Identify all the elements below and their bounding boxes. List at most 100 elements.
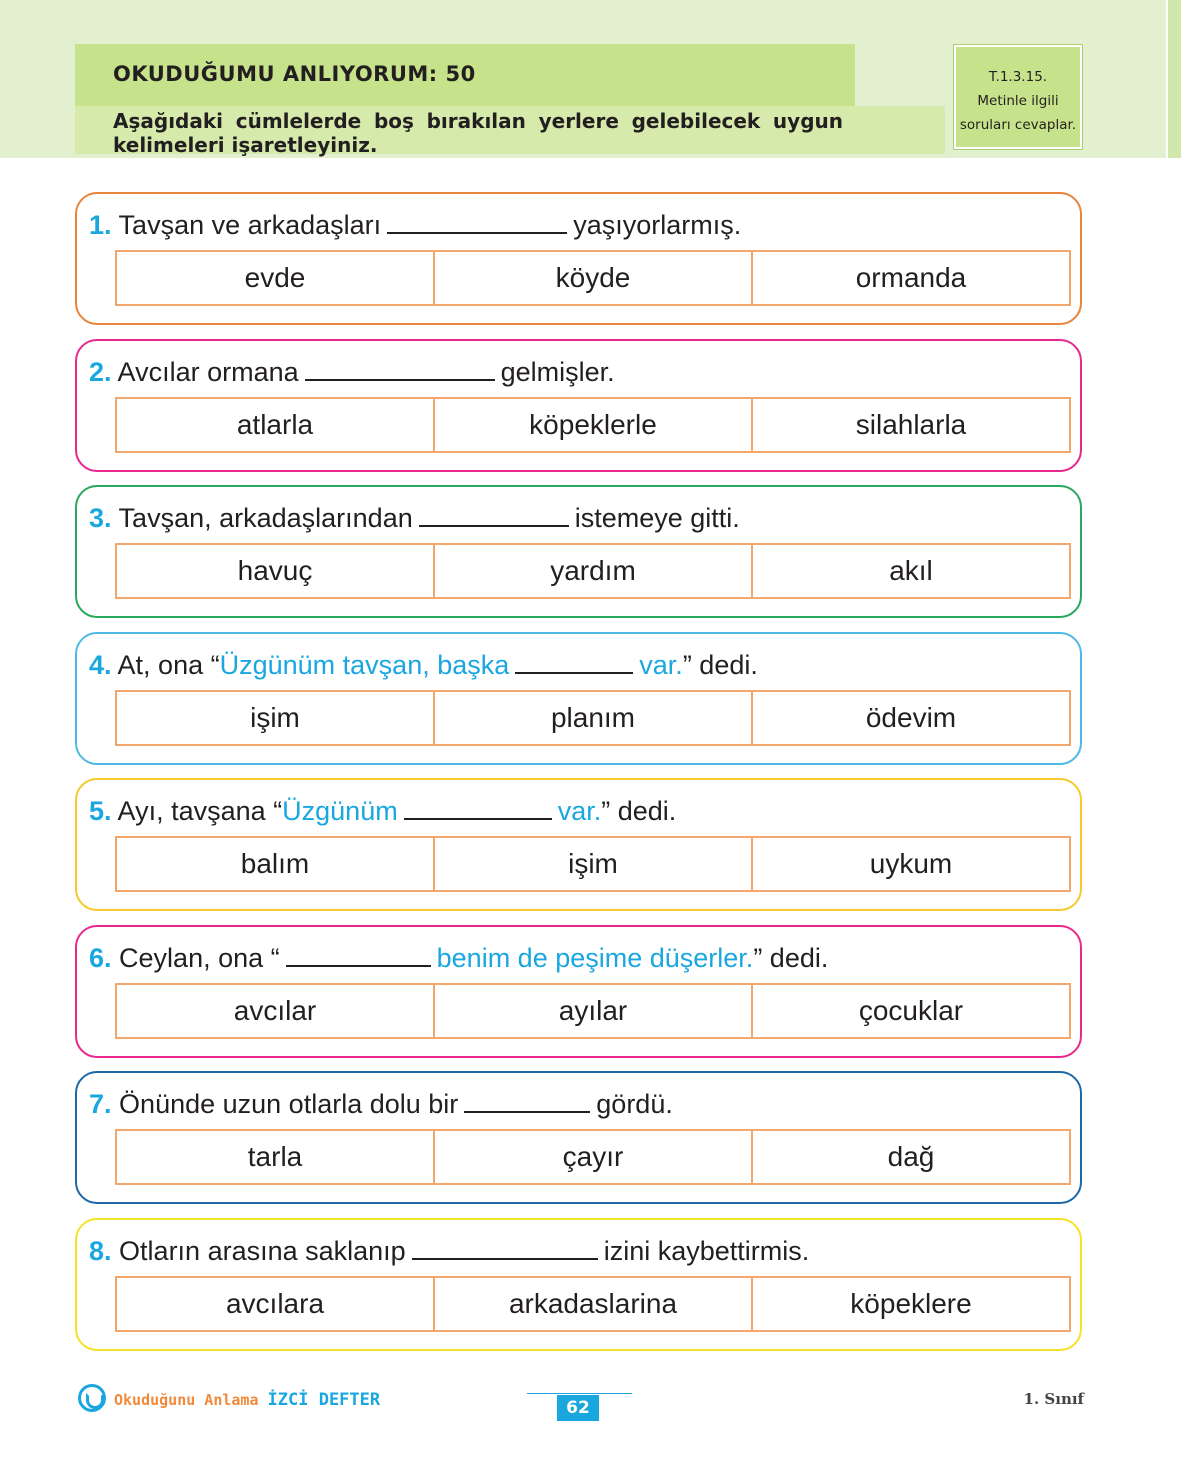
answer-option[interactable]: ormanda	[855, 262, 967, 293]
question-number: 2.	[89, 357, 112, 387]
footer-brand: Okuduğunu Anlama İZCİ DEFTER	[114, 1390, 380, 1410]
answer-blank	[411, 1234, 598, 1260]
title-box	[75, 44, 855, 106]
side-strip	[1166, 0, 1181, 158]
question-sentence: 1. Tavşan ve arkadaşları yaşıyorlarmış.	[89, 208, 741, 241]
question-card: 3. Tavşan, arkadaşlarından istemeye gitti…	[75, 485, 1082, 618]
answer-option[interactable]: tarla	[117, 1131, 435, 1183]
question-sentence: 7. Önünde uzun otlarla dolu bir gördü.	[89, 1087, 673, 1120]
answer-blank	[285, 941, 431, 967]
answer-blank	[304, 355, 495, 381]
answer-option[interactable]: ödevim	[865, 702, 957, 733]
answer-option[interactable]: işim	[435, 838, 753, 890]
question-text-before: Ayı, tavşana “	[117, 796, 283, 826]
question-text-after: gelmişler.	[500, 357, 615, 387]
question-text-after: gördü.	[596, 1089, 673, 1119]
question-text-before: Önünde uzun otlarla dolu bir	[119, 1089, 459, 1119]
quoted-text-end: benim de peşime düşerler.	[436, 943, 754, 973]
instruction-text: Aşağıdaki cümlelerde boş bırakılan yerle…	[113, 109, 843, 157]
objective-line-1: Metinle ilgili	[977, 93, 1059, 109]
question-text-after: istemeye gitti.	[574, 503, 740, 533]
side-divider	[1166, 0, 1168, 158]
question-sentence: 2. Avcılar ormana gelmişler.	[89, 355, 615, 388]
question-number: 3.	[89, 503, 112, 533]
answer-option[interactable]: atlarla	[117, 399, 435, 451]
question-card: 7. Önünde uzun otlarla dolu bir gördü. tar…	[75, 1071, 1082, 1204]
answer-option[interactable]: çayır	[435, 1131, 753, 1183]
grade-label: 1. Sınıf	[1023, 1390, 1084, 1408]
quoted-text: Üzgünüm tavşan, başka	[219, 650, 510, 680]
question-number: 5.	[89, 796, 112, 826]
answer-option[interactable]: işim	[117, 692, 435, 744]
brand-series: Okuduğunu Anlama	[114, 1391, 259, 1409]
objective-line-2: soruları cevaplar.	[959, 117, 1077, 133]
answer-option[interactable]: balım	[117, 838, 435, 890]
question-text-after: ” dedi.	[753, 943, 829, 973]
question-sentence: 6. Ceylan, ona “ benim de peşime düşerler…	[89, 941, 828, 974]
answer-option[interactable]: evde	[117, 252, 435, 304]
question-number: 8.	[89, 1236, 112, 1266]
answer-blank	[515, 648, 634, 674]
instruction-background	[75, 106, 945, 154]
question-sentence: 3. Tavşan, arkadaşlarından istemeye gitti…	[89, 501, 740, 534]
answer-blank	[418, 501, 569, 527]
answer-blank	[387, 208, 568, 234]
quoted-text-end: var.	[557, 796, 602, 826]
brand-title: İZCİ DEFTER	[267, 1390, 381, 1410]
answer-option[interactable]: akıl	[889, 555, 933, 586]
question-card: 1. Tavşan ve arkadaşları yaşıyorlarmış. ev…	[75, 192, 1082, 325]
question-text-before: Otların arasına saklanıp	[119, 1236, 406, 1266]
answer-option[interactable]: köyde	[435, 252, 753, 304]
logo-icon	[78, 1384, 106, 1412]
answer-option[interactable]: ayılar	[435, 985, 753, 1037]
page-title: OKUDUĞUMU ANLIYORUM: 50	[113, 62, 476, 86]
page-rule	[527, 1393, 632, 1394]
answer-option[interactable]: köpeklerle	[435, 399, 753, 451]
question-text-before: Avcılar ormana	[117, 357, 299, 387]
answer-blank	[464, 1087, 591, 1113]
question-number: 4.	[89, 650, 112, 680]
question-text-before: Tavşan ve arkadaşları	[118, 210, 382, 240]
objective-code: T.1.3.15.	[988, 69, 1048, 85]
answer-option[interactable]: avcılara	[117, 1278, 435, 1330]
answer-option[interactable]: köpeklere	[850, 1288, 972, 1319]
answer-option[interactable]: silahlarla	[855, 409, 967, 440]
question-number: 1.	[89, 210, 112, 240]
question-text-after: ” dedi.	[682, 650, 758, 680]
question-text-before: At, ona “	[117, 650, 220, 680]
question-text-after: izini kaybettirmis.	[603, 1236, 810, 1266]
answer-blank	[403, 794, 552, 820]
question-text-before: Ceylan, ona “	[119, 943, 280, 973]
answer-option[interactable]: dağ	[887, 1141, 935, 1172]
question-number: 7.	[89, 1089, 112, 1119]
quoted-text-end: var.	[639, 650, 683, 680]
answer-option[interactable]: havuç	[117, 545, 435, 597]
question-card: 4. At, ona “Üzgünüm tavşan, başka var.” d…	[75, 632, 1082, 765]
answer-option[interactable]: yardım	[435, 545, 753, 597]
page-number: 62	[557, 1395, 599, 1421]
question-card: 8. Otların arasına saklanıp izini kaybett…	[75, 1218, 1082, 1351]
answer-option[interactable]: arkadaslarina	[435, 1278, 753, 1330]
question-text-before: Tavşan, arkadaşlarından	[118, 503, 413, 533]
answer-option[interactable]: planım	[435, 692, 753, 744]
question-sentence: 8. Otların arasına saklanıp izini kaybett…	[89, 1234, 809, 1267]
question-text-after: yaşıyorlarmış.	[573, 210, 742, 240]
question-sentence: 4. At, ona “Üzgünüm tavşan, başka var.” d…	[89, 648, 758, 681]
answer-option[interactable]: uykum	[869, 848, 953, 879]
answer-option[interactable]: avcılar	[117, 985, 435, 1037]
question-card: 6. Ceylan, ona “ benim de peşime düşerler…	[75, 925, 1082, 1058]
question-number: 6.	[89, 943, 112, 973]
answer-option[interactable]: çocuklar	[858, 995, 964, 1026]
quoted-text: Üzgünüm	[282, 796, 398, 826]
